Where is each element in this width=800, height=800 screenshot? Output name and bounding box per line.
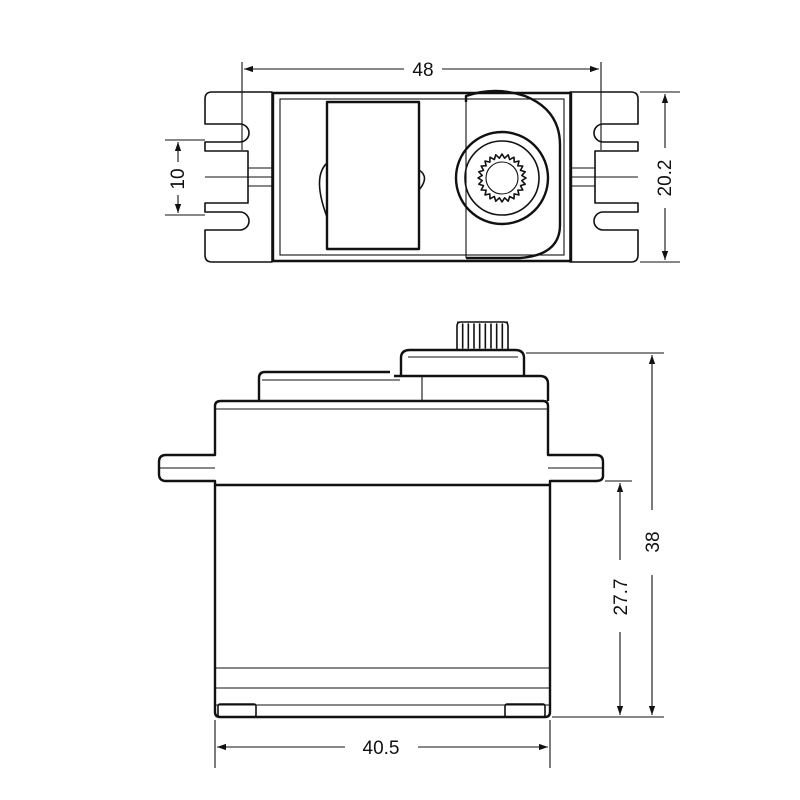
dimension-label-body-height: 38 [643, 531, 664, 552]
output-housing [464, 89, 562, 260]
dimension-label-top-width: 48 [412, 60, 433, 81]
output-spline-core [485, 161, 519, 195]
output-spline-gear [477, 153, 527, 203]
top-view: 48 10 20.2 [165, 60, 680, 263]
output-ring-outer [454, 130, 550, 226]
servo-body-lower [213, 485, 552, 719]
top-block [325, 100, 421, 251]
servo-case-inner [279, 98, 565, 256]
side-view: 38 27.7 40.5 [157, 321, 664, 768]
gear-arc [318, 162, 328, 218]
dimension-label-hole-spacing: 10 [168, 168, 189, 189]
foot-right [504, 703, 546, 718]
mounting-flange-outline-right [569, 91, 639, 263]
upper-shelf-right [394, 374, 550, 401]
dimension-label-lower-height: 27.7 [611, 579, 632, 616]
gear-arc-small [418, 169, 426, 191]
output-collar [399, 348, 526, 376]
servo-case-top [271, 91, 573, 263]
output-ring-inner [464, 140, 540, 216]
upper-shelf [257, 370, 390, 401]
output-spline-side [456, 321, 509, 351]
dimension-label-body-width: 40.5 [363, 738, 400, 759]
dimension-label-top-height: 20.2 [655, 160, 676, 197]
foot-left [217, 703, 257, 718]
servo-body-upper [157, 399, 605, 487]
mounting-flange-outline [204, 91, 273, 263]
